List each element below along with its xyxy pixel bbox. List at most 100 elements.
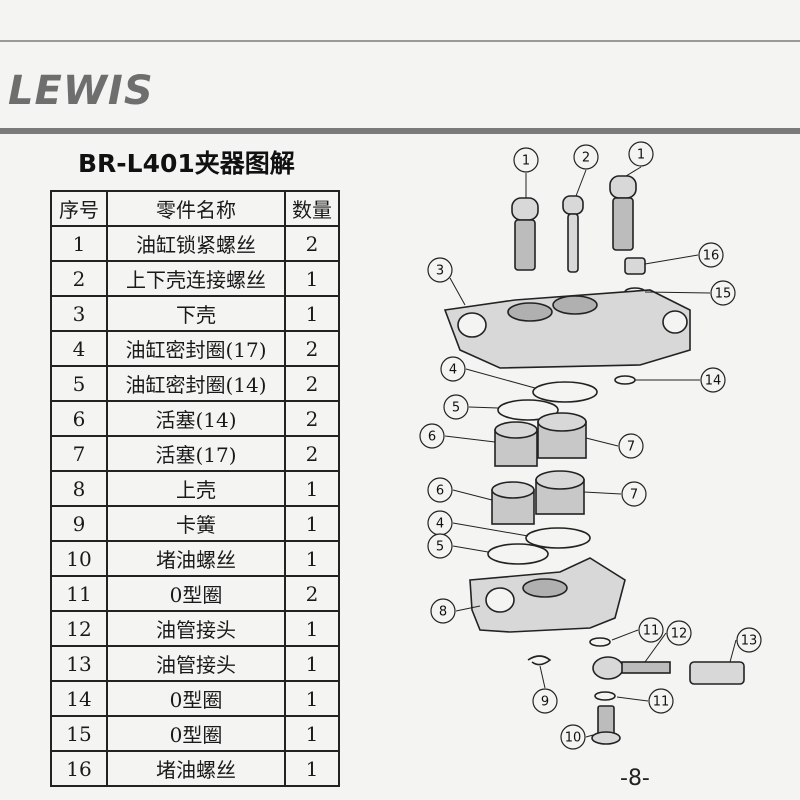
seal-4-upper [532,381,598,403]
cell-index: 11 [50,575,108,612]
cell-index: 3 [50,295,108,332]
callout-13: 13 [736,627,762,653]
callout-3: 3 [427,257,453,283]
callout-label: 5 [436,540,444,555]
cell-index: 1 [50,225,108,262]
cell-quantity: 1 [284,610,340,647]
cell-part-name: 油管接头 [106,610,286,647]
plug-screw-16 [624,257,646,275]
callout-circle [648,688,674,714]
callout-12: 12 [666,620,692,646]
callout-16: 16 [698,242,724,268]
cell-index: 7 [50,435,108,472]
callout-circle [427,533,453,559]
callout-label: 3 [436,264,444,279]
callout-label: 14 [705,374,722,389]
cell-index: 15 [50,715,108,752]
cell-index: 2 [50,260,108,297]
callout-label: 8 [439,605,447,620]
callout-label: 10 [565,731,582,746]
cell-part-name: 活塞(17) [106,435,286,472]
callout-1: 1 [513,147,539,173]
cell-quantity: 1 [284,470,340,507]
cell-quantity: 1 [284,750,340,787]
cell-quantity: 1 [284,715,340,752]
callout-label: 7 [630,488,638,503]
cell-quantity: 1 [284,680,340,717]
callout-circle [532,688,558,714]
callout-6: 6 [427,477,453,503]
cell-quantity: 1 [284,295,340,332]
piston-7-upper [537,412,587,459]
callout-circle [666,620,692,646]
oring-14 [614,375,636,385]
cell-part-name: 油缸锁紧螺丝 [106,225,286,262]
cell-part-name: 上壳 [106,470,286,507]
callout-6: 6 [419,423,445,449]
bolt-1-left [511,197,539,271]
callout-circle [573,144,599,170]
callout-circle [430,598,456,624]
oring-11-upper [589,637,611,647]
callout-11: 11 [648,688,674,714]
callout-5: 5 [427,533,453,559]
upper-housing-8 [469,557,626,633]
seal-4-lower [525,527,591,549]
cell-index: 12 [50,610,108,647]
callout-2: 2 [573,144,599,170]
callout-circle [513,147,539,173]
cell-quantity: 1 [284,645,340,682]
cell-index: 10 [50,540,108,577]
cell-part-name: 卡簧 [106,505,286,542]
piston-6-lower [491,481,535,525]
cell-quantity: 2 [284,225,340,262]
hose-fitting-13 [689,661,745,685]
banjo-fitting-12 [592,656,671,680]
callout-label: 15 [715,287,732,302]
callout-label: 1 [637,148,645,163]
seal-5-upper [497,399,559,421]
header-index: 序号 [50,190,108,227]
cell-part-name: 下壳 [106,295,286,332]
callout-label: 16 [703,249,720,264]
cell-index: 8 [50,470,108,507]
callout-4: 4 [427,510,453,536]
callout-circle [628,141,654,167]
callout-14: 14 [700,367,726,393]
callout-circle [698,242,724,268]
cell-part-name: 油缸密封圈(17) [106,330,286,367]
clip-9 [527,655,552,666]
callout-circle [419,423,445,449]
cell-quantity: 2 [284,435,340,472]
cell-part-name: 0型圈 [106,715,286,752]
callout-circle [618,433,644,459]
callout-label: 5 [452,401,460,416]
callout-11: 11 [638,617,664,643]
cell-quantity: 2 [284,400,340,437]
cell-index: 6 [50,400,108,437]
callout-label: 6 [428,430,436,445]
brand-logo: LEWIS [8,68,154,114]
callout-circle [736,627,762,653]
cell-part-name: 堵油螺丝 [106,540,286,577]
callout-1: 1 [628,141,654,167]
callout-circle [440,356,466,382]
callout-label: 12 [671,627,688,642]
cell-index: 14 [50,680,108,717]
cell-part-name: 0型圈 [106,575,286,612]
callout-circle [443,394,469,420]
cell-part-name: 活塞(14) [106,400,286,437]
callout-9: 9 [532,688,558,714]
plug-screw-10 [591,705,621,745]
